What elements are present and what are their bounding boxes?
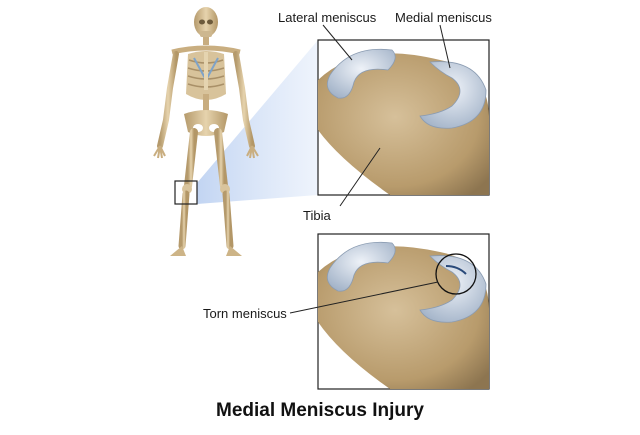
tear-highlight-circle: [435, 253, 477, 295]
lateral-meniscus-shape: [326, 48, 396, 99]
figure-title: Medial Meniscus Injury: [216, 400, 424, 421]
torn-medial-meniscus-shape: [419, 255, 487, 323]
medial-meniscus-shape: [419, 61, 487, 129]
label-medial-meniscus: Medial meniscus: [395, 10, 492, 25]
panel-torn-knee: [317, 233, 490, 390]
panel-healthy-knee: [317, 39, 490, 196]
leader-medial-meniscus: [439, 24, 451, 69]
leader-tibia: [339, 147, 381, 207]
label-tibia: Tibia: [303, 208, 331, 223]
label-lateral-meniscus: Lateral meniscus: [278, 10, 377, 25]
rib-cage: [186, 51, 226, 100]
knee-highlight-box: [174, 180, 198, 205]
tear-mark: [445, 265, 467, 275]
leader-lateral-meniscus: [322, 24, 353, 61]
skull: [194, 7, 218, 37]
skeleton-figure: [153, 7, 259, 256]
leader-torn-meniscus: [289, 281, 439, 314]
callout-wedge: [197, 40, 318, 204]
label-torn-meniscus: Torn meniscus: [203, 306, 287, 321]
